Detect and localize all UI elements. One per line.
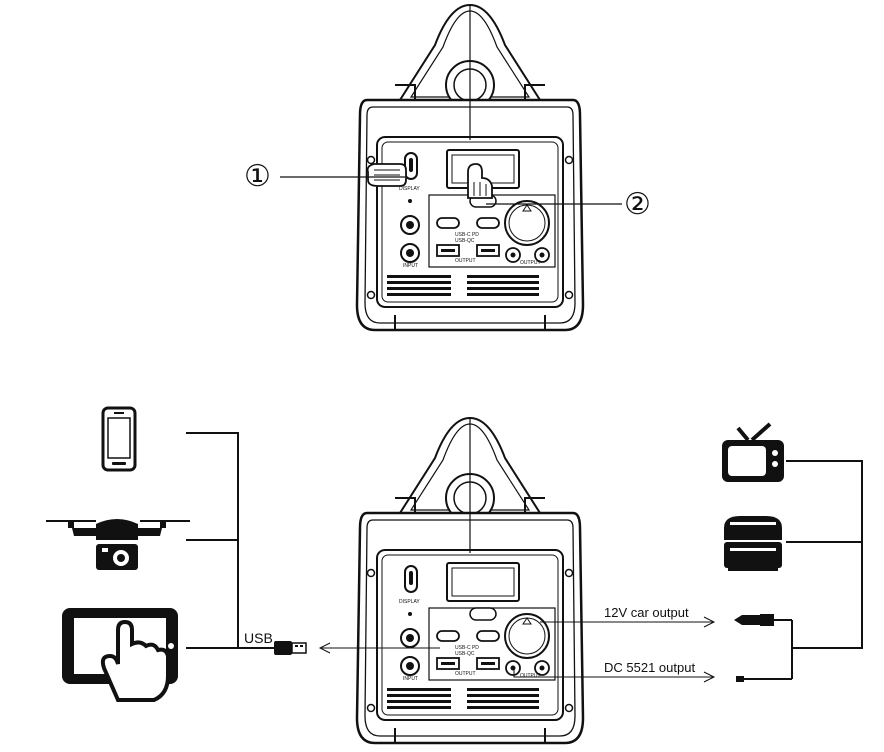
- usb-qc-label: USB-QC: [455, 238, 475, 244]
- drone-icon: [46, 519, 190, 570]
- smartphone-icon: [101, 406, 137, 472]
- dc-output-arrow: [513, 668, 716, 683]
- dc-output-label: DC 5521 output: [604, 660, 695, 675]
- car-output-arrow: [540, 616, 716, 628]
- usb-label: USB: [244, 630, 273, 646]
- car-fridge-icon: [724, 516, 782, 571]
- display-label: DISPLAY: [399, 186, 420, 192]
- output-label-dc: OUTPUT: [520, 260, 541, 266]
- generator-bottom: DISPLAY INPUT OUTPUT OUTPUT USB-C PD USB…: [355, 416, 585, 745]
- car-output-label: 12V car output: [604, 605, 689, 620]
- input-label: INPUT: [403, 263, 418, 269]
- tv-icon: [722, 422, 784, 482]
- car-plug-icon: [734, 614, 792, 626]
- generator-top: DISPLAY INPUT OUTPUT OUTPUT USB-C PD USB…: [355, 3, 585, 332]
- input-label-2: INPUT: [403, 676, 418, 682]
- right-connector-lines: [786, 460, 863, 679]
- callout-1: ①: [244, 160, 271, 193]
- dc-barrel-plug-icon: [736, 676, 792, 682]
- left-connector-lines: [186, 432, 284, 649]
- usb-qc-label-2: USB-QC: [455, 651, 475, 657]
- output-label: OUTPUT: [455, 258, 476, 264]
- hand-press-display-icon: [467, 163, 493, 199]
- usb-c-label: USB-C PD: [455, 232, 479, 238]
- usb-c-label-2: USB-C PD: [455, 645, 479, 651]
- hand-press-power-icon: [366, 163, 407, 187]
- callout-2: ②: [624, 188, 651, 221]
- display-label-2: DISPLAY: [399, 599, 420, 605]
- usb-arrow: [318, 642, 440, 654]
- tablet-touch-icon: [62, 608, 178, 702]
- output-label-dc-2: OUTPUT: [520, 673, 541, 679]
- output-label-2: OUTPUT: [455, 671, 476, 677]
- usb-plug-icon: [274, 641, 307, 655]
